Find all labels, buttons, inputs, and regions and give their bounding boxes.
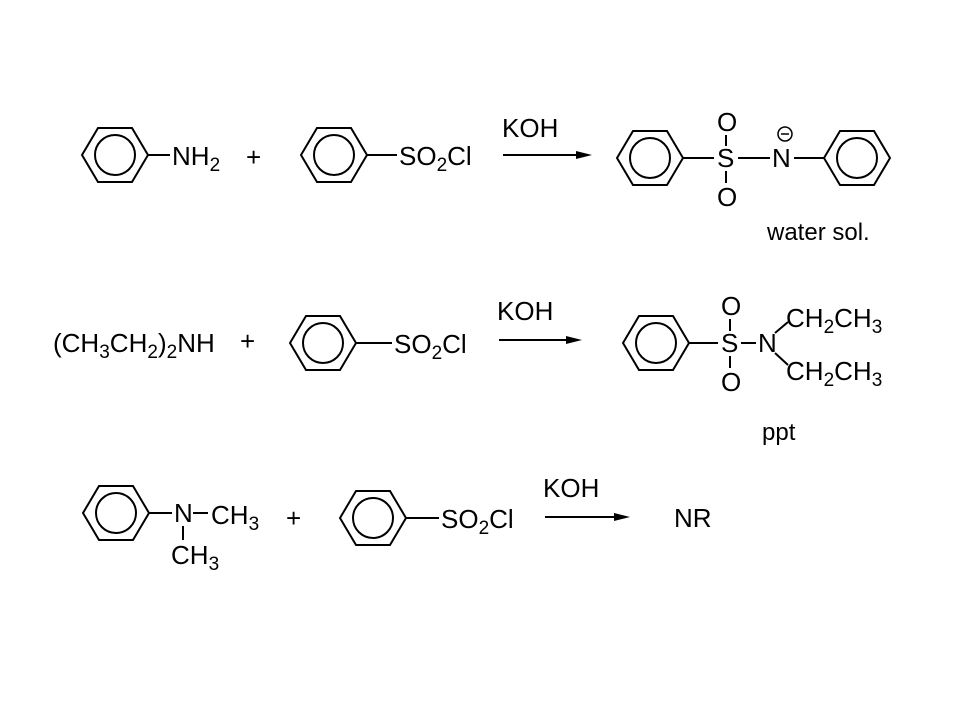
ethyl-bottom-sub-2: 3: [872, 370, 883, 391]
methyl-right-ch: CH: [211, 500, 249, 530]
product-o-top-1: O: [717, 107, 737, 137]
product-o-top-2: O: [721, 291, 741, 321]
reaction-arrow-2: [499, 336, 582, 344]
reaction-arrow-1: [503, 151, 592, 159]
svg-text:CH3: CH3: [171, 540, 219, 575]
ethyl-top-sub-1: 2: [824, 317, 835, 338]
negative-charge-icon: [777, 126, 793, 142]
svg-text:NH2: NH2: [172, 141, 220, 176]
sulfonyl-sub-3: 2: [479, 518, 490, 539]
diethylamine-part-d: NH: [177, 328, 215, 358]
ethyl-top-a: CH: [786, 303, 824, 333]
svg-text:SO2Cl: SO2Cl: [441, 504, 514, 539]
product-o-bottom-1: O: [717, 182, 737, 212]
diethylamine-sub-1: 3: [99, 342, 110, 363]
benzene-ring-product-2: [621, 315, 691, 371]
benzene-ring-sulfonyl-2: [288, 315, 358, 371]
methyl-bottom-ch: CH: [171, 540, 209, 570]
reaction-2: (CH3CH2)2NH + SO2Cl KOH O S O N CH2CH3 C…: [53, 291, 882, 446]
benzene-ring-sulfonyl-3: [338, 490, 408, 546]
svg-text:CH2CH3: CH2CH3: [786, 303, 882, 338]
benzene-ring-sulfonyl-1: [299, 127, 369, 183]
aniline-nh: NH: [172, 141, 210, 171]
sulfonyl-so-1: SO: [399, 141, 437, 171]
methyl-right-sub: 3: [249, 514, 260, 535]
diethylamine-part-c: ): [158, 328, 167, 358]
reaction-3: N CH3 CH3 + SO2Cl KOH NR: [81, 473, 712, 575]
svg-text:CH3: CH3: [211, 500, 259, 535]
diethylamine-part-b: CH: [110, 328, 148, 358]
reagent-koh-1: KOH: [502, 113, 558, 143]
benzene-ring-product-1b: [822, 130, 892, 186]
sulfonyl-sub-2: 2: [432, 343, 443, 364]
sulfonyl-so-3: SO: [441, 504, 479, 534]
ethyl-top-sub-2: 3: [872, 317, 883, 338]
aniline-nh-subscript: 2: [210, 155, 221, 176]
sulfonyl-cl-2: Cl: [442, 329, 467, 359]
reagent-koh-2: KOH: [497, 296, 553, 326]
no-reaction-label: NR: [674, 503, 712, 533]
sulfonyl-sub-1: 2: [437, 155, 448, 176]
plus-sign-3: +: [286, 503, 301, 533]
product-o-bottom-2: O: [721, 367, 741, 397]
ethyl-bottom-b: CH: [834, 356, 872, 386]
methyl-bottom-sub: 3: [209, 554, 220, 575]
svg-text:CH2CH3: CH2CH3: [786, 356, 882, 391]
svg-text:SO2Cl: SO2Cl: [399, 141, 472, 176]
sulfonyl-so-2: SO: [394, 329, 432, 359]
reagent-koh-3: KOH: [543, 473, 599, 503]
svg-text:SO2Cl: SO2Cl: [394, 329, 467, 364]
product-s-2: S: [721, 328, 738, 358]
reaction-1: NH2 + SO2Cl KOH O S O N: [80, 107, 892, 246]
benzene-ring-dimethylaniline: [81, 485, 151, 541]
product-n-2: N: [758, 328, 777, 358]
benzene-ring-product-1a: [615, 130, 685, 186]
benzene-ring-aniline: [80, 127, 150, 183]
diethylamine-sub-3: 2: [167, 342, 178, 363]
precipitate-label: ppt: [762, 419, 796, 446]
sulfonyl-cl-1: Cl: [447, 141, 472, 171]
diethylamine-sub-2: 2: [147, 342, 158, 363]
reaction-arrow-3: [545, 513, 630, 521]
svg-text:(CH3CH2)2NH: (CH3CH2)2NH: [53, 328, 215, 363]
plus-sign-1: +: [246, 142, 261, 172]
amine-n-3: N: [174, 498, 193, 528]
sulfonyl-cl-3: Cl: [489, 504, 514, 534]
diethylamine-part-a: (CH: [53, 328, 99, 358]
water-soluble-label: water sol.: [766, 219, 870, 246]
plus-sign-2: +: [240, 326, 255, 356]
product-s-1: S: [717, 143, 734, 173]
ethyl-bottom-sub-1: 2: [824, 370, 835, 391]
product-n-1: N: [772, 143, 791, 173]
ethyl-top-b: CH: [834, 303, 872, 333]
ethyl-bottom-a: CH: [786, 356, 824, 386]
